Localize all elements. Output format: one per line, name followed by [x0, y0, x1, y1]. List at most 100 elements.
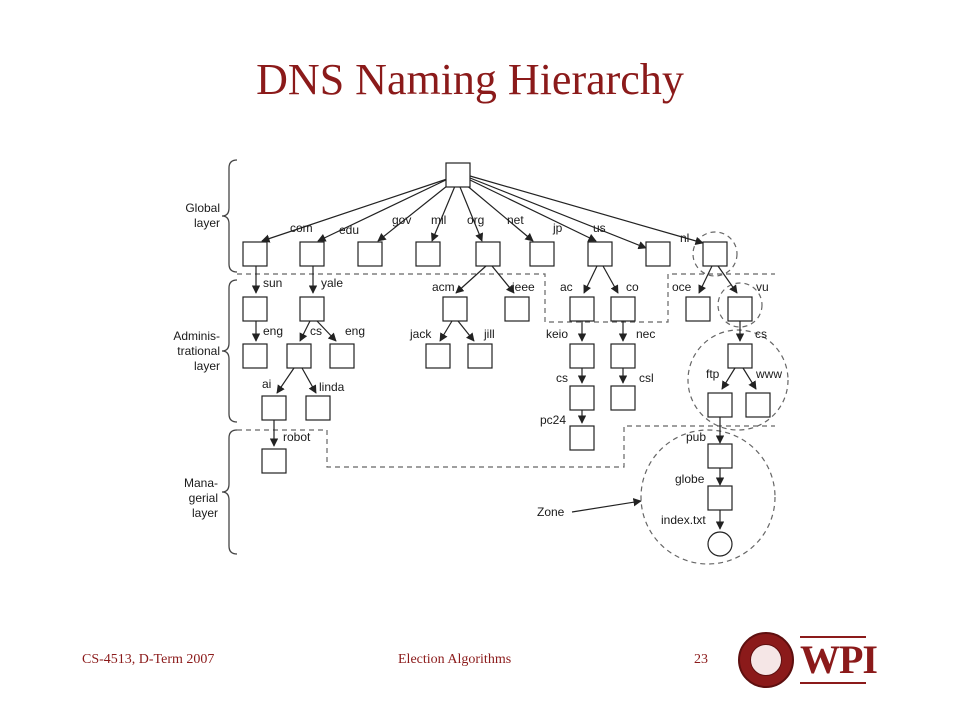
edge-www [742, 367, 757, 390]
tree-edges [251, 175, 757, 530]
label-gov: gov [392, 213, 411, 227]
label-cs-vu: cs [755, 327, 767, 341]
label-oce: oce [672, 280, 692, 294]
admin-managerial-boundary [237, 425, 775, 468]
footer-course: CS-4513, D-Term 2007 [82, 652, 215, 667]
node-sun [242, 296, 268, 322]
footer-topic: Election Algorithms [398, 652, 512, 667]
global-admin-boundary [237, 273, 775, 323]
managerial-layer-label-3: layer [192, 506, 218, 520]
slide-number: 23 [694, 652, 708, 667]
label-ac: ac [560, 280, 573, 294]
label-vu: vu [756, 280, 769, 294]
wpi-logo-text: WPI [800, 637, 878, 682]
label-eng-yale: eng [345, 324, 365, 338]
label-nl: nl [680, 231, 689, 245]
node-jack [425, 343, 451, 369]
slide-title: DNS Naming Hierarchy [256, 55, 684, 104]
node-labels: com edu gov mil org net jp us nl sun yal… [262, 213, 782, 527]
node-oce [685, 296, 711, 322]
label-keio: keio [546, 327, 568, 341]
label-ftp: ftp [706, 367, 720, 381]
label-index: index.txt [661, 513, 706, 527]
edge-ac [583, 265, 598, 294]
node-nec [610, 343, 636, 369]
edge-jill [457, 320, 475, 342]
label-ieee: ieee [512, 280, 535, 294]
edge-eng-yale [316, 320, 337, 342]
node-org [475, 241, 501, 267]
node-co [610, 296, 636, 322]
zone-circle-vu [717, 282, 763, 328]
zone-circle-pub [640, 429, 776, 565]
node-edu [299, 241, 325, 267]
edge-nl [469, 175, 704, 245]
edge-vu [717, 265, 738, 294]
label-jp: jp [552, 221, 563, 235]
node-keio [569, 343, 595, 369]
node-cs-vu [727, 343, 753, 369]
admin-layer-brace [221, 279, 238, 423]
node-robot [261, 448, 287, 474]
edge-ai [276, 367, 295, 394]
label-com: com [290, 221, 313, 235]
edge-net [464, 183, 534, 242]
wpi-seal-icon [738, 632, 794, 688]
node-ftp [707, 392, 733, 418]
zone-pointer-arrow [571, 498, 642, 513]
node-www [745, 392, 771, 418]
node-us [645, 241, 671, 267]
label-edu: edu [339, 223, 359, 237]
label-us: us [593, 221, 606, 235]
label-co: co [626, 280, 639, 294]
edge-co [602, 265, 619, 294]
node-csl [610, 385, 636, 411]
edge-cs-yale [299, 320, 311, 342]
managerial-layer-label-2: gerial [189, 491, 218, 505]
edge-us [469, 177, 647, 250]
edge-mil [431, 185, 456, 242]
admin-layer-label-3: layer [194, 359, 220, 373]
global-layer-brace [221, 159, 238, 273]
node-jill [467, 343, 493, 369]
node-globe [707, 485, 733, 511]
label-cs-yale: cs [310, 324, 322, 338]
node-nl [702, 241, 728, 267]
node-ai [261, 395, 287, 421]
node-cs-keio [569, 385, 595, 411]
edge-edu [317, 177, 451, 242]
node-index-file [707, 531, 733, 557]
label-nec: nec [636, 327, 655, 341]
label-net: net [507, 213, 524, 227]
label-pub: pub [686, 430, 706, 444]
label-jill: jill [483, 327, 495, 341]
node-gov [357, 241, 383, 267]
label-yale: yale [321, 276, 343, 290]
wpi-logo: WPI [730, 628, 878, 698]
tree-nodes [242, 162, 771, 557]
label-eng-sun: eng [263, 324, 283, 338]
node-pub [707, 443, 733, 469]
label-ai: ai [262, 377, 271, 391]
label-sun: sun [263, 276, 282, 290]
edge-gov [377, 181, 453, 242]
label-acm: acm [432, 280, 455, 294]
edge-jack [439, 320, 453, 342]
label-globe: globe [675, 472, 705, 486]
node-pc24 [569, 425, 595, 451]
label-jack: jack [409, 327, 432, 341]
zone-label: Zone [537, 505, 565, 519]
node-root [445, 162, 471, 188]
edge-oce [698, 265, 713, 294]
global-layer-label-1: Global [185, 201, 220, 215]
admin-layer-label-1: Adminis- [173, 329, 220, 343]
edge-jp [469, 179, 597, 242]
node-vu [727, 296, 753, 322]
node-mil [415, 241, 441, 267]
node-linda [305, 395, 331, 421]
label-robot: robot [283, 430, 311, 444]
node-ieee [504, 296, 530, 322]
label-www: www [755, 367, 782, 381]
node-com [242, 241, 268, 267]
